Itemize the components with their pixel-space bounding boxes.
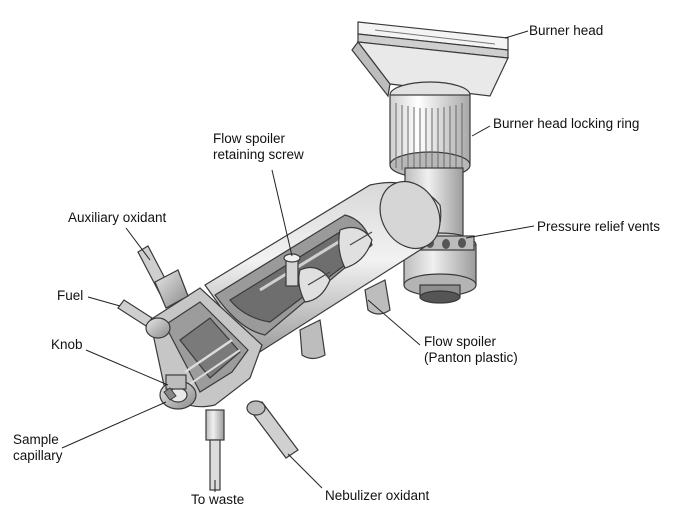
- label-nebulizer-oxidant: Nebulizer oxidant: [325, 488, 430, 503]
- label-sample-capillary: Sample capillary: [13, 432, 63, 463]
- fuel-fitting: [117, 299, 171, 339]
- label-burner-head: Burner head: [529, 23, 604, 38]
- label-knob: Knob: [51, 337, 83, 352]
- spray-chamber: [204, 181, 442, 360]
- flow-spoiler: [298, 227, 373, 303]
- knob: [159, 374, 197, 410]
- label-flow-spoiler: Flow spoiler (Panton plastic): [424, 334, 518, 365]
- leader-lines: [61, 30, 535, 492]
- label-locking-ring: Burner head locking ring: [493, 116, 640, 131]
- nebulizer-oxidant-fitting: [246, 400, 299, 459]
- retaining-screw: [283, 253, 301, 287]
- label-to-waste: To waste: [191, 492, 245, 507]
- label-flow-spoiler-retaining-screw: Flow spoiler retaining screw: [213, 131, 304, 162]
- to-waste-drain: [205, 409, 225, 491]
- label-fuel: Fuel: [57, 288, 84, 303]
- nebulizer-block: [149, 287, 263, 410]
- label-auxiliary-oxidant: Auxiliary oxidant: [68, 210, 167, 225]
- sample-capillary-fitting: [163, 387, 177, 401]
- burner-head: [351, 21, 509, 98]
- label-pressure-relief-vents: Pressure relief vents: [537, 219, 661, 234]
- burner-head-locking-ring: [389, 81, 471, 179]
- auxiliary-oxidant-fitting: [137, 245, 189, 309]
